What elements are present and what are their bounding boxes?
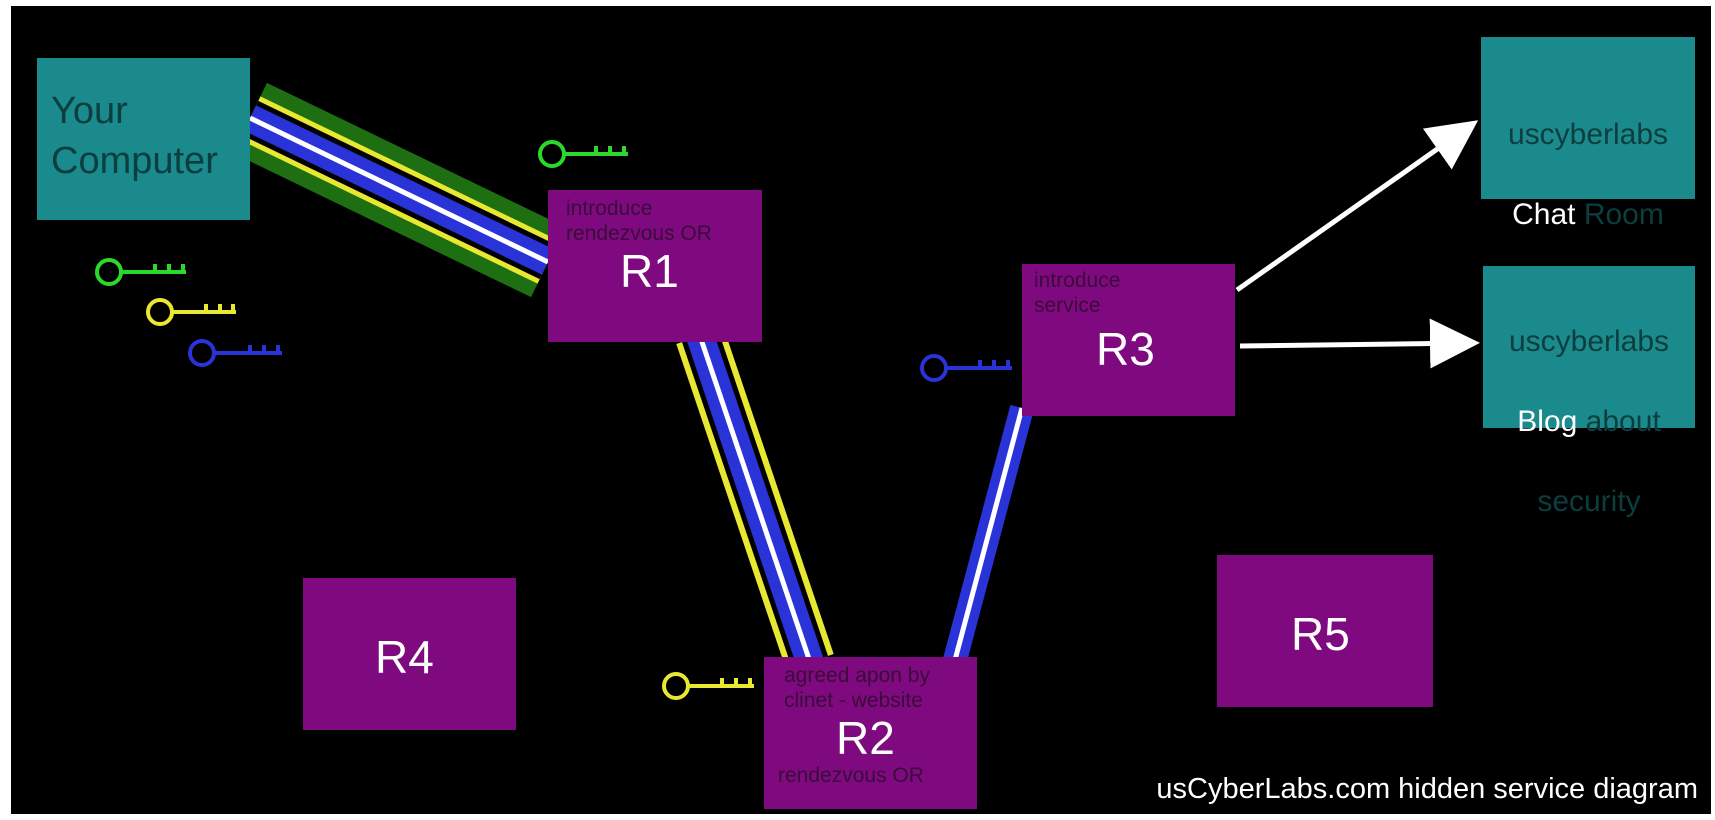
key-icon bbox=[920, 354, 1012, 382]
key-icon bbox=[662, 672, 754, 700]
relay-r5-node: R5 bbox=[1217, 555, 1433, 707]
blog-highlight: Blog bbox=[1517, 405, 1578, 438]
relay-r3-label: R3 bbox=[1096, 323, 1155, 375]
tube-r1-r2 bbox=[676, 328, 834, 670]
key-icon bbox=[188, 339, 282, 367]
chat-room-label: uscyberlabs Chat Room bbox=[1481, 75, 1695, 235]
relay-r2-note-bottom: rendezvous OR bbox=[778, 764, 924, 787]
relay-r1-note: introduce rendezvous OR bbox=[566, 197, 712, 245]
chat-room-highlight: Chat bbox=[1512, 198, 1576, 231]
your-computer-label: Your Computer bbox=[51, 90, 218, 182]
key-icon bbox=[146, 298, 236, 326]
blog-node: uscyberlabs Blog about security bbox=[1483, 266, 1695, 518]
relay-r1-node: introduce rendezvous OR R1 bbox=[548, 190, 762, 342]
relay-r5-label: R5 bbox=[1291, 608, 1350, 660]
key-icon bbox=[538, 140, 628, 168]
relay-r3-note: introduce service bbox=[1034, 269, 1121, 317]
diagram-caption: usCyberLabs.com hidden service diagram bbox=[1156, 773, 1698, 805]
blog-rest: about bbox=[1577, 405, 1661, 438]
key-icon bbox=[95, 258, 186, 286]
relay-r2-note-top: agreed apon by clinet - website bbox=[784, 664, 930, 712]
relay-r1-label: R1 bbox=[620, 245, 679, 297]
relay-r4-node: R4 bbox=[303, 578, 516, 730]
relay-r3-node: introduce service R3 bbox=[1022, 264, 1235, 416]
blog-line1: uscyberlabs bbox=[1508, 325, 1670, 358]
tube-r2-r3 bbox=[943, 404, 1034, 664]
your-computer-node: Your Computer bbox=[37, 58, 250, 220]
arrow-to-blog bbox=[1239, 318, 1480, 369]
relay-r2-node: agreed apon by clinet - website R2 rende… bbox=[764, 657, 977, 809]
chat-room-node: uscyberlabs Chat Room bbox=[1481, 37, 1695, 231]
tube-computer-r1 bbox=[233, 82, 565, 298]
arrow-to-chat-room bbox=[1235, 120, 1479, 293]
relay-r4-label: R4 bbox=[375, 631, 434, 683]
blog-label: uscyberlabs Blog about security bbox=[1483, 282, 1695, 522]
chat-room-rest: Room bbox=[1575, 198, 1664, 231]
blog-line3: security bbox=[1537, 485, 1641, 518]
chat-room-line1: uscyberlabs bbox=[1507, 118, 1669, 151]
relay-r2-label: R2 bbox=[836, 712, 895, 764]
